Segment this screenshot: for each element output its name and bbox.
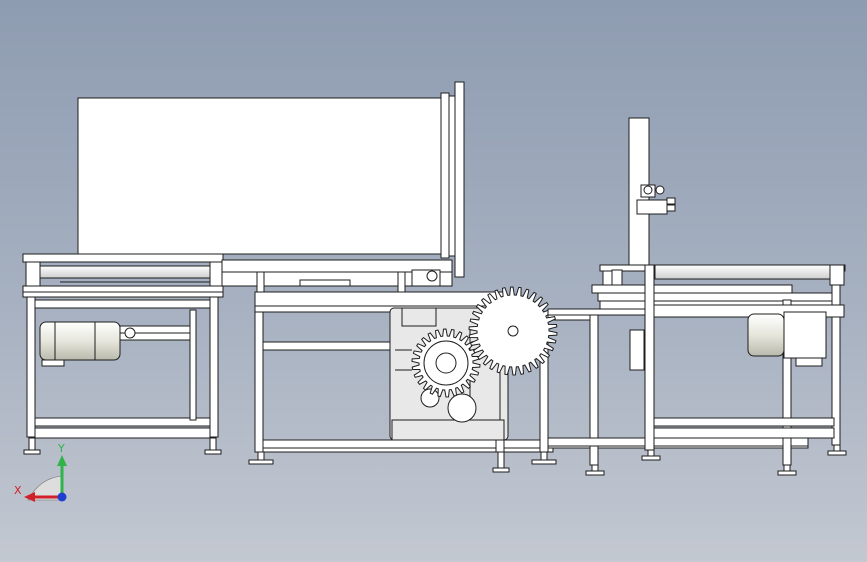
right-upright	[628, 117, 676, 269]
large-panel	[77, 81, 465, 278]
gear-rim	[423, 340, 469, 386]
gear-hub	[435, 352, 457, 374]
xyz-axis-triad-icon	[24, 455, 67, 502]
left-conveyor	[22, 253, 224, 455]
right-conveyor	[591, 264, 847, 476]
center-frame	[221, 259, 809, 473]
large-gear	[468, 286, 558, 376]
x-axis-label: X	[14, 484, 22, 497]
small-gear	[411, 328, 481, 398]
y-axis-label: Y	[58, 442, 65, 455]
gear-hub	[507, 325, 519, 337]
